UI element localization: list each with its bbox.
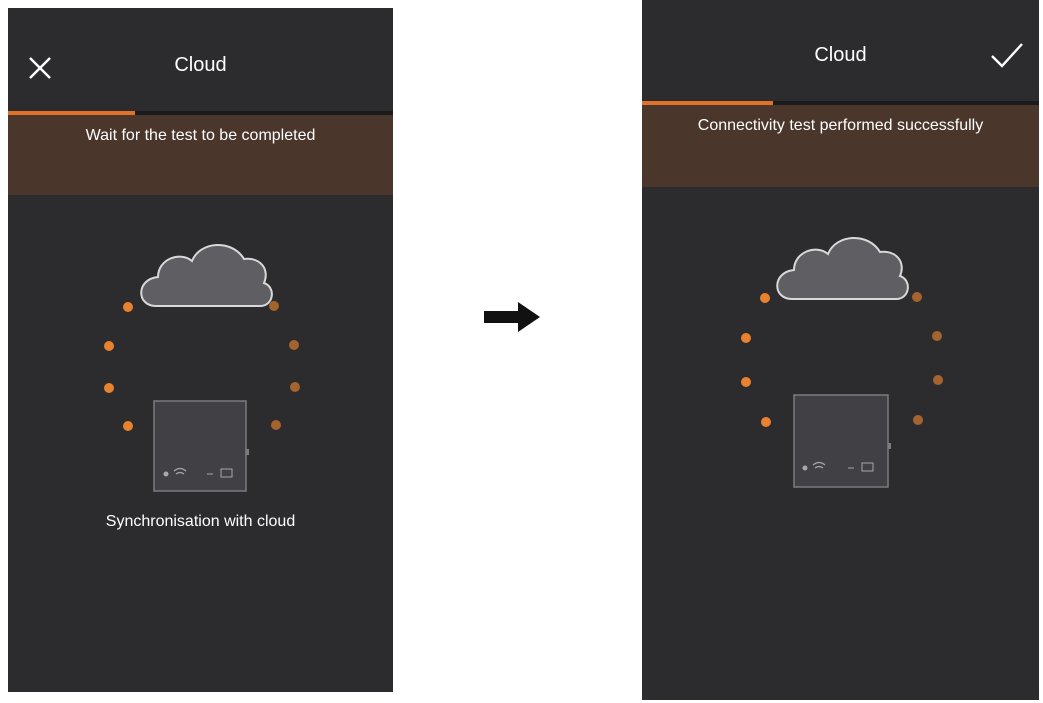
status-banner-text: Wait for the test to be completed bbox=[85, 127, 316, 144]
orange-dots bbox=[104, 302, 133, 431]
right-phone-screen: Cloud Connectivity test performed succes… bbox=[642, 0, 1039, 700]
progress-bar-fill bbox=[8, 111, 136, 115]
cloud-icon bbox=[776, 237, 909, 300]
cloud-icon bbox=[140, 244, 273, 307]
device-icon bbox=[153, 400, 249, 492]
cloud-sync-illustration bbox=[104, 244, 300, 492]
cloud-sync-illustration bbox=[741, 237, 943, 488]
sync-status-text: Synchronisation with cloud bbox=[105, 513, 296, 530]
left-phone-screen: Cloud Wait for the test to be completed bbox=[8, 8, 393, 692]
device-icon bbox=[793, 394, 891, 488]
check-icon[interactable] bbox=[989, 40, 1025, 70]
header: Cloud bbox=[8, 8, 393, 112]
screen-title: Cloud bbox=[174, 54, 227, 76]
status-banner: Wait for the test to be completed bbox=[8, 115, 393, 195]
brown-dots bbox=[912, 292, 943, 425]
header: Cloud bbox=[642, 0, 1039, 96]
progress-bar bbox=[642, 101, 1039, 105]
brown-dots bbox=[269, 301, 300, 430]
progress-bar bbox=[8, 111, 393, 115]
status-banner: Connectivity test performed successfully bbox=[642, 105, 1039, 187]
close-icon[interactable] bbox=[26, 54, 54, 82]
right-arrow-icon bbox=[484, 302, 540, 332]
orange-dots bbox=[741, 293, 771, 427]
screen-title: Cloud bbox=[814, 44, 867, 66]
status-banner-text: Connectivity test performed successfully bbox=[697, 117, 984, 134]
progress-bar-fill bbox=[642, 101, 773, 105]
